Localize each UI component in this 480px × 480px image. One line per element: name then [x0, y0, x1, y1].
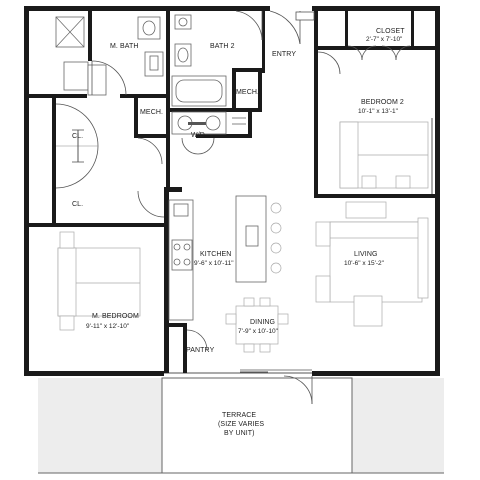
label-pantry: PANTRY: [186, 347, 215, 354]
label-kitchen-title: KITCHEN: [200, 251, 231, 258]
terrace-hatch: [38, 378, 444, 473]
terrace-outline: [38, 377, 444, 474]
label-cl-lower: CL.: [72, 201, 83, 208]
terrace-door: [283, 375, 313, 405]
washer-dryer: [171, 111, 246, 155]
label-cl-upper: CL.: [72, 133, 83, 140]
label-closet-dim: 2'-7" x 7'-10": [366, 36, 403, 43]
label-m-bath: M. BATH: [110, 43, 139, 50]
closet-doors: [317, 45, 411, 75]
label-mbed-title: M. BEDROOM: [92, 313, 139, 320]
label-entry: ENTRY: [272, 51, 296, 58]
label-terrace-2: (SIZE VARIES: [218, 421, 264, 428]
label-mech-1: MECH.: [140, 109, 163, 116]
dining-table: [225, 297, 289, 353]
label-closet-title: CLOSET: [376, 28, 405, 35]
left-closet-doors: [55, 103, 163, 189]
label-bedroom2-dim: 10'-1" x 13'-1": [358, 108, 399, 115]
bedroom2-bed: [339, 118, 433, 194]
label-bath2: BATH 2: [210, 43, 235, 50]
label-kitchen-dim: 9'-6" x 10'-11": [194, 260, 234, 267]
label-mech-2: MECH.: [236, 89, 259, 96]
label-terrace-1: TERRACE: [222, 412, 256, 419]
entry-door: [269, 10, 315, 45]
master-bed: [57, 190, 165, 331]
m-bath-fixtures: [55, 16, 164, 96]
label-mbed-dim: 9'-11" x 12'-10": [86, 323, 130, 330]
label-dining-dim: 7'-9" x 10'-10": [238, 328, 279, 335]
label-wd: W/D: [191, 132, 205, 139]
exterior-walls: [24, 6, 440, 376]
label-dining-title: DINING: [250, 319, 275, 326]
kitchen-fixtures: [168, 195, 282, 321]
label-bedroom2-title: BEDROOM 2: [361, 99, 404, 106]
label-terrace-3: BY UNIT): [224, 430, 255, 437]
bath2-fixtures: [171, 10, 263, 107]
pantry-door: [186, 329, 268, 373]
interior-walls: [29, 11, 440, 373]
label-living-title: LIVING: [354, 251, 378, 258]
living-furniture: [315, 201, 429, 327]
label-living-dim: 10'-6" x 15'-2": [344, 260, 385, 267]
